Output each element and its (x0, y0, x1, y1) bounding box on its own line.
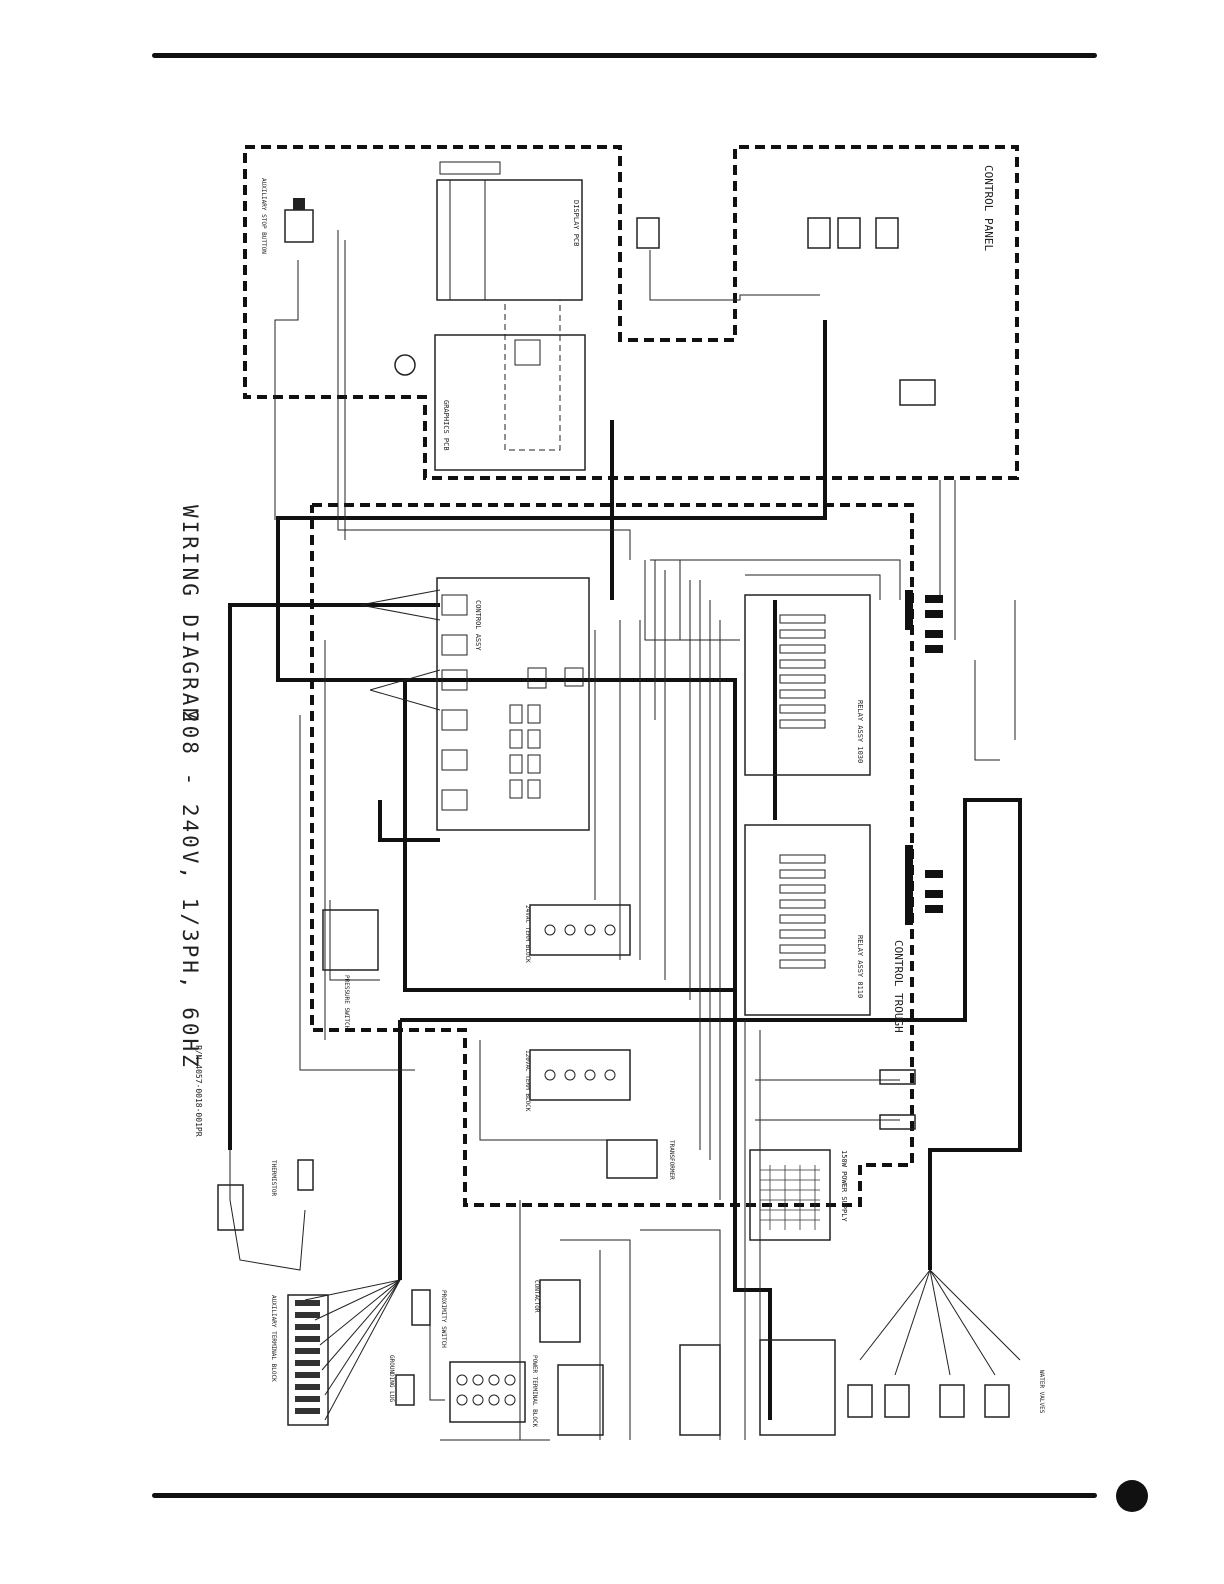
contactor-label: CONTACTOR (533, 1280, 540, 1313)
pressure-switch-label: PRESSURE SWITCH (343, 975, 350, 1030)
water-valves (847, 1384, 1010, 1418)
terminal-block-2-label: 120VAC TERM BLOCK (524, 1050, 531, 1112)
relay-assy-1-label: RELAY ASSY 1030 (856, 700, 864, 763)
thermistor-label: THERMISTOR (270, 1160, 277, 1197)
relay-assy-2 (744, 824, 871, 1016)
aux-stop-button (284, 209, 314, 243)
control-assy (436, 577, 590, 831)
heavy-wires (228, 320, 1022, 1420)
contactor (539, 1279, 581, 1343)
diagram-title: WIRING DIAGRAM (178, 505, 202, 724)
thermistor (217, 1159, 314, 1231)
power-supply (749, 1149, 831, 1241)
control-panel-label: CONTROL PANEL (982, 165, 995, 251)
control-assy-label: CONTROL ASSY (474, 600, 482, 651)
relay-rows (779, 614, 826, 969)
proximity-switch-label: PROXIMITY SWITCH (440, 1290, 447, 1348)
aux-stop-label: AUXILIARY STOP BUTTON (260, 178, 267, 254)
relay-assy-1 (744, 594, 871, 776)
power-supply-grid (760, 1165, 820, 1230)
proximity-switch (411, 1289, 431, 1326)
display-pcb-label: DISPLAY PCB (572, 200, 580, 246)
power-supply-label: 150W POWER SUPPLY (840, 1150, 848, 1222)
diagram-voltage: 208 - 240V, 1/3PH, 60HZ (178, 710, 202, 1070)
graphics-pcb-label: GRAPHICS PCB (442, 400, 450, 451)
control-trough-label: CONTROL TROUGH (892, 940, 905, 1033)
top-rule (152, 53, 1097, 58)
power-terminal-block (449, 1361, 526, 1423)
bottom-rule (152, 1493, 1097, 1498)
transformer-label: TRANSFORMER (668, 1140, 675, 1180)
thin-wires (229, 230, 1016, 1441)
transformer (606, 1139, 658, 1179)
graphics-pcb (434, 334, 586, 471)
terminal-block-24vac (529, 904, 631, 956)
aux-terminal-label: AUXILIARY TERMINAL BLOCK (270, 1295, 277, 1382)
display-enclosure (243, 145, 1019, 480)
relay-assy-2-label: RELAY ASSY 0110 (856, 935, 864, 998)
control-panel-buttons (636, 217, 936, 406)
control-trough-enclosure (310, 503, 914, 1207)
control-assy-components (441, 594, 584, 811)
pressure-switch (322, 909, 379, 971)
grounding-lug (395, 1374, 415, 1406)
right-connectors (905, 590, 943, 925)
page-marker-dot (1116, 1480, 1148, 1512)
grounding-lug-label: GROUNDING LUG (388, 1355, 395, 1402)
fuses (879, 1069, 916, 1130)
terminal-block-1-label: 24VAC TERM BLOCK (524, 905, 531, 963)
aux-terminal-block (287, 1294, 329, 1426)
power-terminal-label: POWER TERMINAL BLOCK (531, 1355, 538, 1428)
part-number: P/N 4057-0018-001PR (194, 1045, 203, 1137)
display-pcb (436, 179, 583, 301)
terminal-block-120vac (529, 1049, 631, 1101)
water-valves-label: WATER VALVES (1038, 1370, 1045, 1414)
fan-out-wires (304, 589, 1021, 1421)
